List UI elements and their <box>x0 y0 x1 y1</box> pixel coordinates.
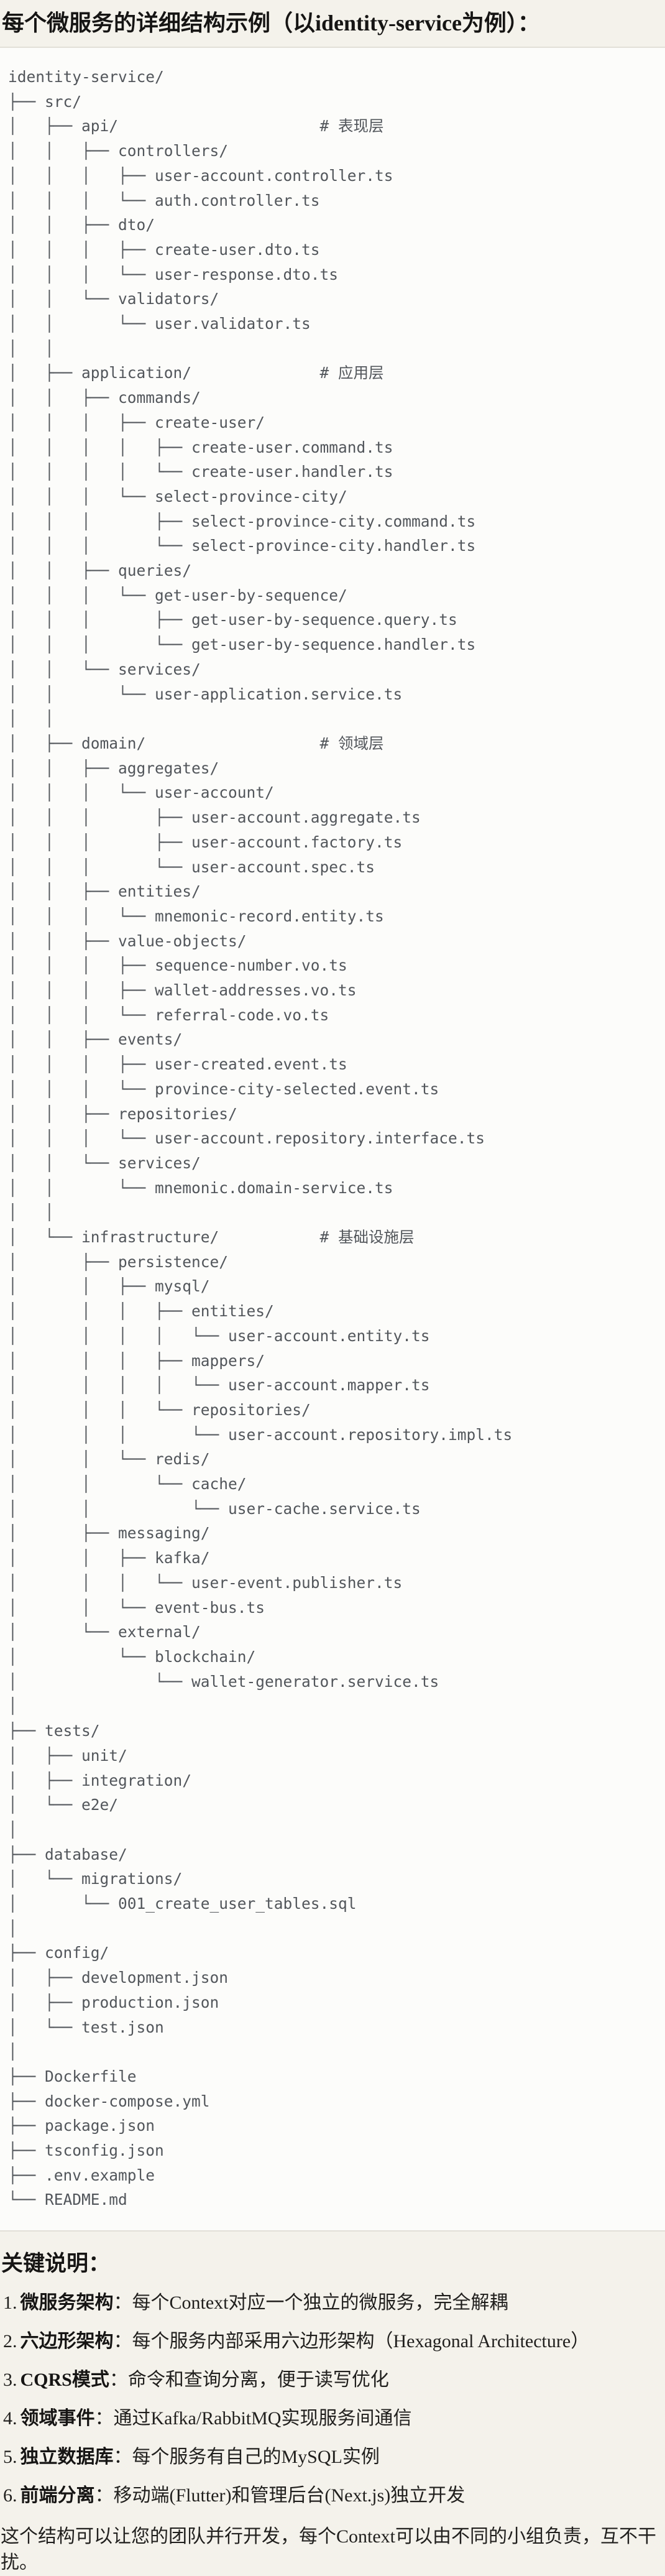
closing-paragraph: 这个结构可以让您的团队并行开发，每个Context可以由不同的小组负责，互不干扰… <box>1 2526 656 2574</box>
note-number: 2. <box>3 2331 17 2352</box>
note-text: ：每个服务内部采用六边形架构（Hexagonal Architecture） <box>113 2331 590 2352</box>
note-item: 4.领域事件：通过Kafka/RabbitMQ实现服务间通信 <box>3 2406 665 2432</box>
note-text: ：每个Context对应一个独立的微服务，完全解耦 <box>113 2292 508 2314</box>
note-label: CQRS模式 <box>20 2370 109 2391</box>
note-number: 3. <box>3 2370 17 2391</box>
note-label: 领域事件 <box>20 2408 95 2429</box>
page-title: 每个微服务的详细结构示例（以identity-service为例）： <box>2 11 540 35</box>
note-label: 六边形架构 <box>20 2331 114 2352</box>
note-label: 独立数据库 <box>20 2447 114 2468</box>
note-text: ：通过Kafka/RabbitMQ实现服务间通信 <box>94 2408 412 2429</box>
note-label: 微服务架构 <box>20 2292 114 2314</box>
note-item: 5.独立数据库：每个服务有自己的MySQL实例 <box>3 2444 665 2470</box>
note-number: 5. <box>3 2447 17 2468</box>
notes-heading: 关键说明： <box>1 2251 111 2276</box>
note-text: ：命令和查询分离，便于读写优化 <box>109 2370 389 2391</box>
note-number: 6. <box>3 2485 17 2506</box>
note-number: 1. <box>3 2292 17 2314</box>
note-item: 6.前端分离：移动端(Flutter)和管理后台(Next.js)独立开发 <box>3 2483 665 2509</box>
note-item: 3.CQRS模式：命令和查询分离，便于读写优化 <box>3 2367 665 2393</box>
note-item: 2.六边形架构：每个服务内部采用六边形架构（Hexagonal Architec… <box>3 2329 665 2355</box>
note-text: ：每个服务有自己的MySQL实例 <box>113 2447 380 2468</box>
file-tree: identity-service/ ├── src/ │ ├── api/ # … <box>0 47 665 2232</box>
note-label: 前端分离 <box>20 2485 95 2506</box>
note-item: 1.微服务架构：每个Context对应一个独立的微服务，完全解耦 <box>3 2290 665 2316</box>
note-number: 4. <box>3 2408 17 2429</box>
note-text: ：移动端(Flutter)和管理后台(Next.js)独立开发 <box>94 2485 466 2506</box>
